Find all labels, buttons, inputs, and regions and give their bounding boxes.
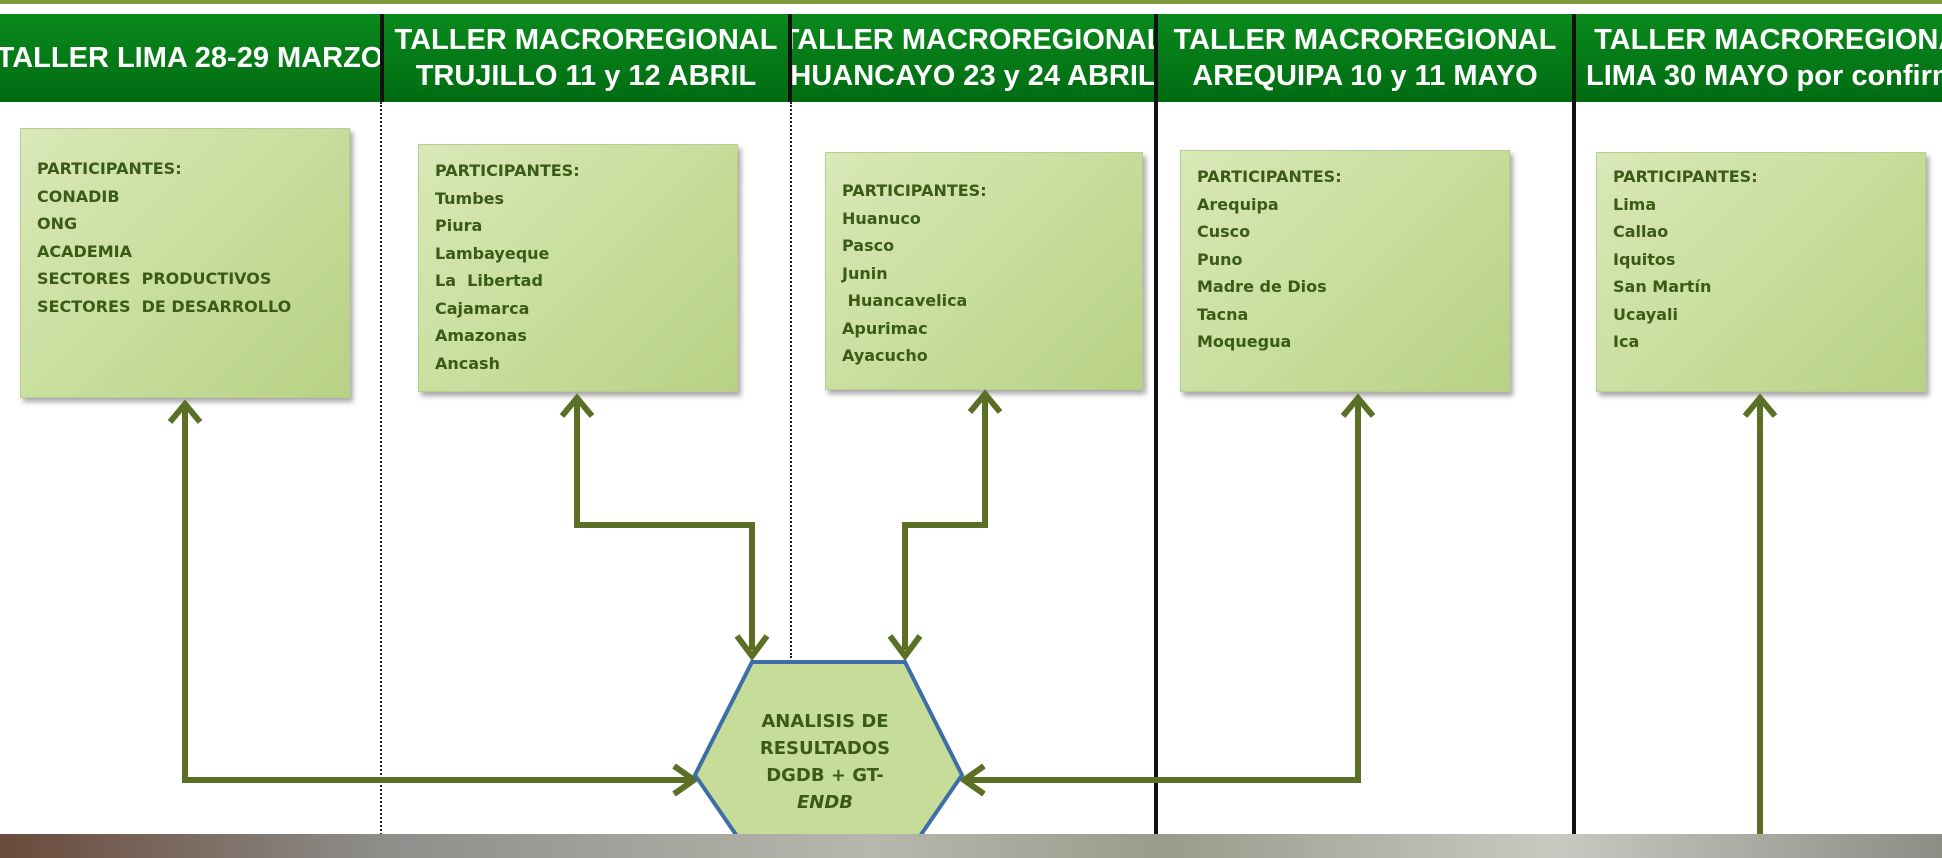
hub-label: ANALISIS DE RESULTADOS DGDB + GT- ENDB [735, 708, 915, 816]
participant-item: Ayacucho [842, 346, 928, 365]
participant-item: ACADEMIA [37, 241, 132, 261]
arrowhead-left-icon [958, 763, 986, 797]
header-line: TALLER MACROREGIONAL [1594, 24, 1942, 56]
participant-item: Junin [842, 263, 888, 283]
header-taller-huancayo: TALLER MACROREGIONAL HUANCAYO 23 y 24 AB… [792, 14, 1154, 102]
connector-huancayo [902, 398, 988, 650]
participant-item: Iquitos [1613, 249, 1676, 269]
participant-item: Amazonas [435, 326, 527, 345]
participants-box-arequipa: PARTICIPANTES: Arequipa Cusco Puno Madre… [1180, 150, 1510, 392]
participant-item: Lima [1613, 194, 1657, 214]
participant-item: Cusco [1197, 222, 1251, 241]
header-line: TALLER LIMA 28-29 MARZO [0, 42, 380, 74]
participant-item: SECTORES PRODUCTIVOS [37, 269, 272, 288]
participant-item: Arequipa [1197, 194, 1279, 214]
participant-item: Callao [1613, 222, 1669, 241]
participant-item: CONADIB [37, 186, 120, 206]
participants-box-trujillo: PARTICIPANTES: Tumbes Piura Lambayeque L… [418, 144, 738, 392]
bottom-photo-strip [0, 834, 1942, 858]
header-line: TALLER MACROREGIONAL [792, 24, 1154, 56]
arrowhead-down-icon [887, 634, 923, 661]
arrowhead-up-icon [1742, 393, 1778, 418]
column-separator-dotted [380, 102, 382, 858]
participant-item: Tacna [1197, 304, 1249, 324]
participant-item: Ancash [435, 353, 500, 373]
participant-item: Tumbes [435, 188, 505, 208]
header-taller-lima: TALLER LIMA 28-29 MARZO [0, 14, 380, 102]
header-line: TALLER MACROREGIONAL [394, 24, 778, 56]
column-separator [380, 14, 384, 102]
arrowhead-down-icon [734, 634, 770, 661]
hub-label-line: ANALISIS DE [761, 711, 889, 732]
connector-lima [182, 408, 690, 783]
participant-item: Piura [435, 216, 483, 235]
participants-label: PARTICIPANTES: [435, 161, 580, 180]
participant-item: Moquegua [1197, 332, 1292, 351]
arrowhead-right-icon [672, 763, 700, 797]
participants-label: PARTICIPANTES: [37, 159, 182, 178]
participant-item: Ucayali [1613, 304, 1678, 324]
participant-item: Apurimac [842, 318, 928, 338]
participants-label: PARTICIPANTES: [842, 181, 987, 200]
connector-trujillo [574, 402, 755, 650]
participants-box-lima-mayo: PARTICIPANTES: Lima Callao Iquitos San M… [1596, 152, 1926, 392]
arrowhead-up-icon [967, 389, 1003, 414]
header-line: TALLER MACROREGIONAL [1173, 24, 1557, 56]
participant-item: La Libertad [435, 271, 543, 290]
column-separator [1154, 14, 1158, 858]
header-line: TRUJILLO 11 y 12 ABRIL [415, 60, 757, 92]
header-taller-lima-mayo: TALLER MACROREGIONAL LIMA 30 MAYO por co… [1576, 14, 1942, 102]
participant-item: Cajamarca [435, 298, 530, 318]
participant-item: ONG [37, 214, 78, 233]
arrowhead-up-icon [167, 399, 203, 424]
top-rule [0, 0, 1942, 4]
participant-item: Puno [1197, 249, 1243, 269]
hub-hexagon [692, 660, 965, 858]
connector-arequipa [968, 402, 1361, 783]
participants-label: PARTICIPANTES: [1197, 167, 1342, 186]
participant-item: San Martín [1613, 277, 1712, 296]
column-separator [788, 14, 792, 102]
header-taller-trujillo: TALLER MACROREGIONAL TRUJILLO 11 y 12 AB… [384, 14, 788, 102]
participants-box-huancayo: PARTICIPANTES: Huanuco Pasco Junin Huanc… [825, 152, 1143, 390]
header-line: LIMA 30 MAYO por confirmar [1586, 60, 1942, 92]
hub-label-line: RESULTADOS [759, 738, 891, 759]
participant-item: Madre de Dios [1197, 277, 1327, 296]
hub-label-line: DGDB + GT- [766, 765, 884, 786]
participant-item: Ica [1613, 332, 1640, 351]
participant-item: Huancavelica [842, 291, 968, 310]
participants-label: PARTICIPANTES: [1613, 167, 1758, 186]
column-separator-dotted [790, 102, 792, 658]
column-separator [1572, 14, 1576, 858]
header-line: AREQUIPA 10 y 11 MAYO [1192, 60, 1538, 92]
participant-item: Pasco [842, 236, 895, 255]
participant-item: Lambayeque [435, 243, 550, 263]
hub-label-line: ENDB [796, 792, 854, 813]
header-line: HUANCAYO 23 y 24 ABRIL [792, 60, 1154, 92]
participant-item: Huanuco [842, 208, 921, 228]
arrowhead-up-icon [559, 393, 595, 418]
header-taller-arequipa: TALLER MACROREGIONAL AREQUIPA 10 y 11 MA… [1158, 14, 1572, 102]
participants-box-lima: PARTICIPANTES: CONADIB ONG ACADEMIA SECT… [20, 128, 350, 398]
arrowhead-up-icon [1340, 393, 1376, 418]
participant-item: SECTORES DE DESARROLLO [37, 296, 292, 316]
